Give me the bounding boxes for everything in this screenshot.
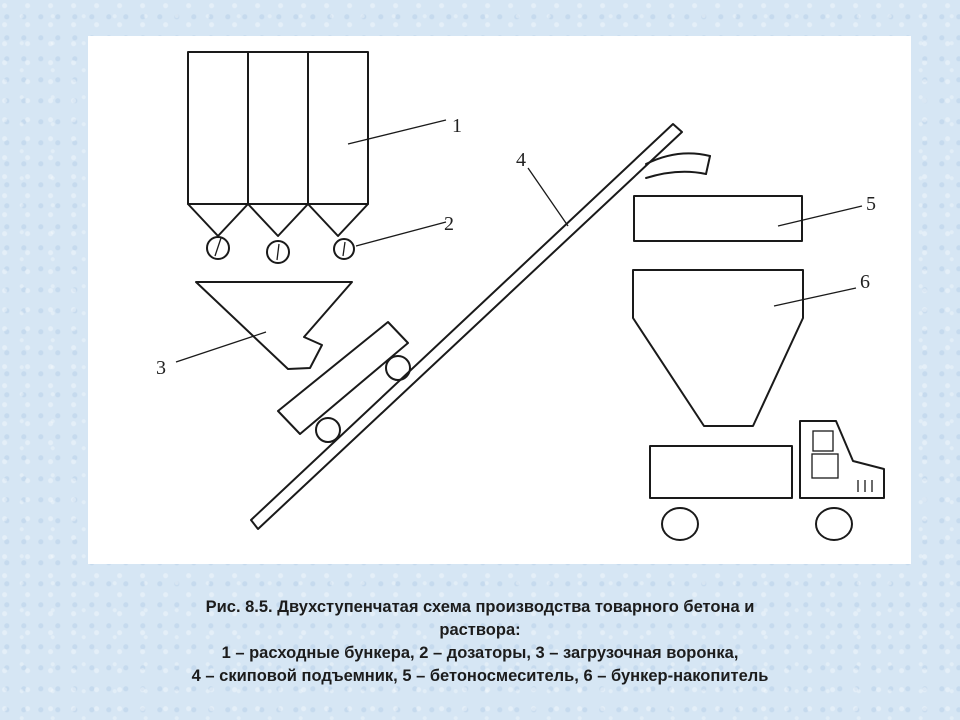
label-6: 6 xyxy=(860,271,870,293)
loading-hopper xyxy=(195,281,353,370)
label-4: 4 xyxy=(516,149,526,171)
diagram-figure: 1 2 3 4 5 6 xyxy=(88,36,911,564)
label-3: 3 xyxy=(156,357,166,379)
concrete-mixer xyxy=(633,195,803,242)
label-2: 2 xyxy=(444,213,454,235)
caption-line-2: раствора: xyxy=(439,621,521,639)
dosers xyxy=(206,236,355,264)
storage-bunker xyxy=(632,269,804,427)
caption-line-3: 1 – расходные бункера, 2 – дозаторы, 3 –… xyxy=(221,644,739,662)
supply-bunkers xyxy=(187,51,369,237)
concrete-plant-diagram: 1 2 3 4 5 6 xyxy=(156,51,885,541)
label-1: 1 xyxy=(452,115,462,137)
caption-line-4: 4 – скиповой подъемник, 5 – бетоносмесит… xyxy=(191,667,769,685)
skip-car xyxy=(277,321,411,443)
figure-caption: Рис. 8.5. Двухступенчатая схема производ… xyxy=(100,596,860,688)
chute xyxy=(645,152,711,179)
label-5: 5 xyxy=(866,193,876,215)
truck xyxy=(649,420,885,541)
leader-lines xyxy=(175,119,863,363)
skip-lift-rail xyxy=(250,123,683,530)
caption-line-1: Рис. 8.5. Двухступенчатая схема производ… xyxy=(205,598,755,616)
